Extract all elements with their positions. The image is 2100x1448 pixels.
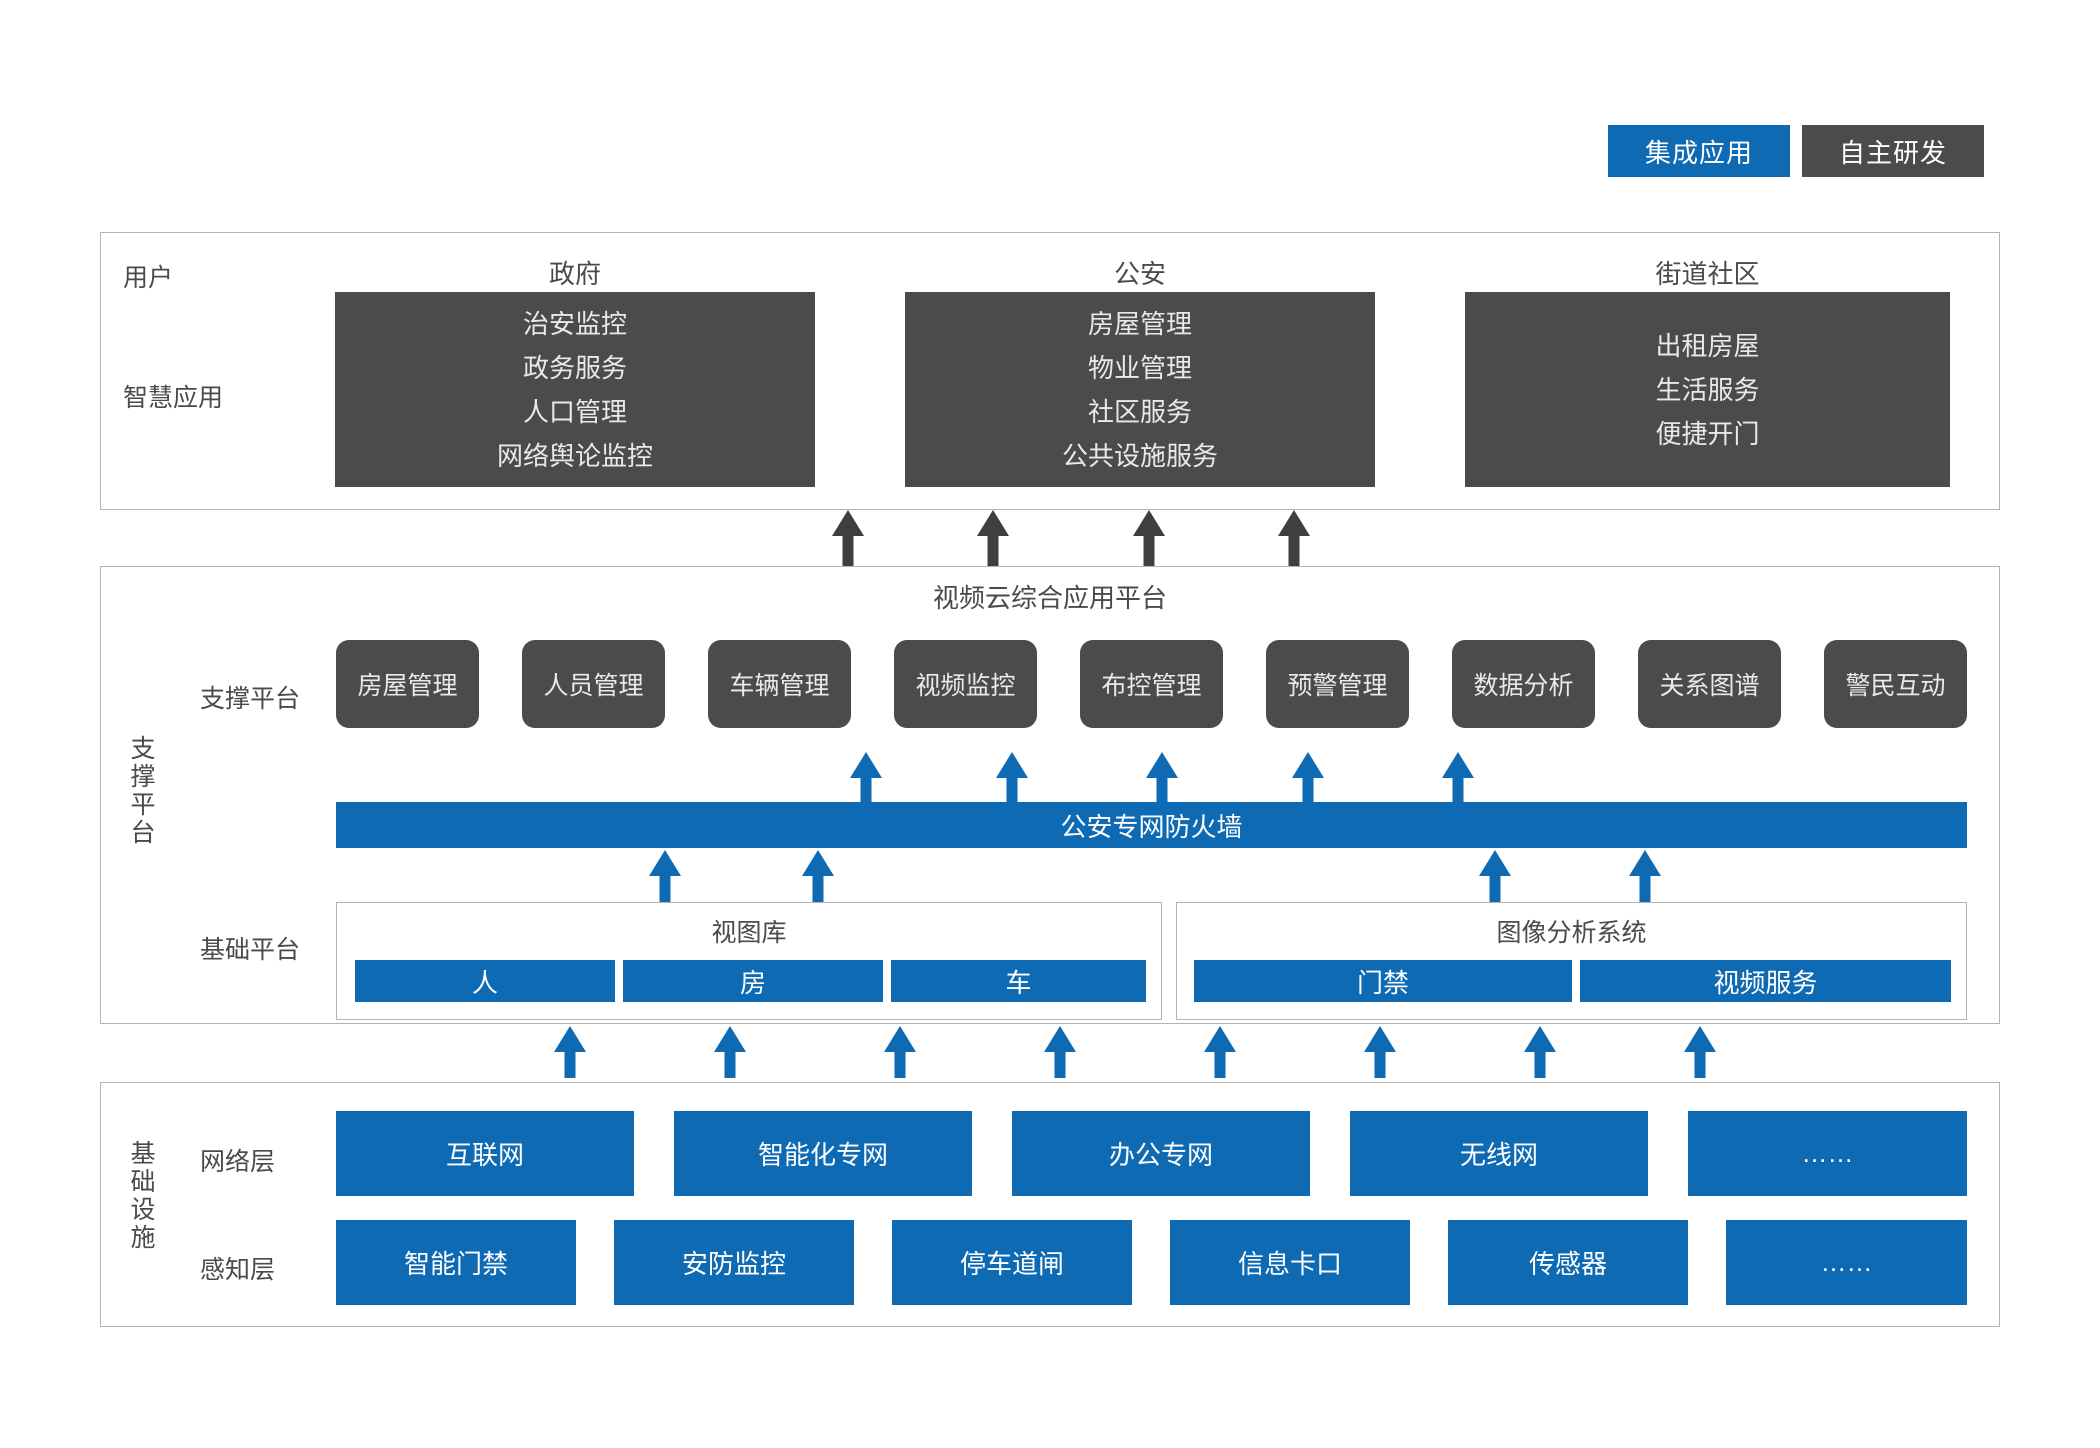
flow-arrow-up: [802, 850, 834, 902]
infrastructure-side-label: 基础设施: [130, 1140, 156, 1252]
flow-arrow-up: [1044, 1026, 1076, 1078]
app-card-government[interactable]: 治安监控 政务服务 人口管理 网络舆论监控: [335, 292, 815, 487]
network-item-intelligent-private-network[interactable]: 智能化专网: [674, 1111, 972, 1196]
support-item-relationship-graph[interactable]: 关系图谱: [1638, 640, 1781, 728]
flow-arrow-up: [649, 850, 681, 902]
base-item-house[interactable]: 房: [623, 960, 883, 1002]
support-item-deployment-control[interactable]: 布控管理: [1080, 640, 1223, 728]
app-item: 公共设施服务: [1061, 440, 1218, 471]
flow-arrow-up: [996, 752, 1028, 804]
flow-arrow-up: [1292, 752, 1324, 804]
platform-layer-side-label: 支撑平台: [130, 735, 156, 847]
sensing-item-more[interactable]: ……: [1726, 1220, 1967, 1305]
support-item-video-surveillance[interactable]: 视频监控: [894, 640, 1037, 728]
app-item: 出租房屋: [1655, 330, 1760, 361]
support-item-vehicle-management[interactable]: 车辆管理: [708, 640, 851, 728]
flow-arrow-up: [832, 510, 864, 570]
app-card-street-community[interactable]: 出租房屋 生活服务 便捷开门: [1465, 292, 1950, 487]
base-group-title: 图像分析系统: [1496, 919, 1647, 947]
flow-arrow-up: [884, 1026, 916, 1078]
sensing-item-information-checkpoint[interactable]: 信息卡口: [1170, 1220, 1410, 1305]
flow-arrow-up: [1479, 850, 1511, 902]
flow-arrow-up: [850, 752, 882, 804]
support-item-police-citizen-interaction[interactable]: 警民互动: [1824, 640, 1967, 728]
app-item: 网络舆论监控: [496, 440, 653, 471]
sensing-item-smart-access-control[interactable]: 智能门禁: [336, 1220, 576, 1305]
app-item: 社区服务: [1087, 396, 1192, 427]
legend: 集成应用 自主研发: [1608, 125, 1984, 177]
legend-integrated-application[interactable]: 集成应用: [1608, 125, 1790, 177]
sensing-item-sensor[interactable]: 传感器: [1448, 1220, 1688, 1305]
app-item: 物业管理: [1087, 352, 1192, 383]
app-card-public-security[interactable]: 房屋管理 物业管理 社区服务 公共设施服务: [905, 292, 1375, 487]
row-label-network-layer: 网络层: [200, 1148, 276, 1176]
flow-arrow-up: [1278, 510, 1310, 570]
app-column-title-public-security: 公安: [1113, 258, 1166, 289]
base-item-video-service[interactable]: 视频服务: [1580, 960, 1951, 1002]
support-item-housing-management[interactable]: 房屋管理: [336, 640, 479, 728]
app-column-title-street-community: 街道社区: [1655, 258, 1760, 289]
flow-arrow-up: [1133, 510, 1165, 570]
legend-self-developed[interactable]: 自主研发: [1802, 125, 1984, 177]
flow-arrow-up: [1204, 1026, 1236, 1078]
row-label-user: 用户: [123, 264, 174, 292]
app-item: 房屋管理: [1087, 308, 1192, 339]
app-column-title-government: 政府: [548, 258, 601, 289]
network-item-more[interactable]: ……: [1688, 1111, 1967, 1196]
flow-arrow-up: [1524, 1026, 1556, 1078]
app-item: 便捷开门: [1655, 418, 1760, 449]
flow-arrow-up: [554, 1026, 586, 1078]
sensing-item-security-surveillance[interactable]: 安防监控: [614, 1220, 854, 1305]
sensing-item-parking-barrier[interactable]: 停车道闸: [892, 1220, 1132, 1305]
flow-arrow-up: [1442, 752, 1474, 804]
network-item-office-private-network[interactable]: 办公专网: [1012, 1111, 1310, 1196]
base-group-title: 视图库: [711, 919, 787, 947]
row-label-sensing-layer: 感知层: [200, 1256, 276, 1284]
support-item-early-warning[interactable]: 预警管理: [1266, 640, 1409, 728]
app-item: 治安监控: [522, 308, 627, 339]
network-item-internet[interactable]: 互联网: [336, 1111, 634, 1196]
network-item-wireless-network[interactable]: 无线网: [1350, 1111, 1648, 1196]
row-label-base-platform: 基础平台: [200, 936, 301, 964]
app-item: 政务服务: [522, 352, 627, 383]
app-item: 生活服务: [1655, 374, 1760, 405]
base-item-access-control[interactable]: 门禁: [1194, 960, 1572, 1002]
support-item-data-analysis[interactable]: 数据分析: [1452, 640, 1595, 728]
base-item-vehicle[interactable]: 车: [891, 960, 1146, 1002]
row-label-smart-application: 智慧应用: [123, 384, 224, 412]
app-item: 人口管理: [522, 396, 627, 427]
flow-arrow-up: [1629, 850, 1661, 902]
firewall-bar[interactable]: 公安专网防火墙: [336, 802, 1967, 848]
flow-arrow-up: [1364, 1026, 1396, 1078]
support-item-personnel-management[interactable]: 人员管理: [522, 640, 665, 728]
base-item-person[interactable]: 人: [355, 960, 615, 1002]
flow-arrow-up: [714, 1026, 746, 1078]
row-label-support-platform: 支撑平台: [200, 685, 301, 713]
flow-arrow-up: [1684, 1026, 1716, 1078]
platform-title: 视频云综合应用平台: [932, 582, 1167, 613]
flow-arrow-up: [1146, 752, 1178, 804]
flow-arrow-up: [977, 510, 1009, 570]
